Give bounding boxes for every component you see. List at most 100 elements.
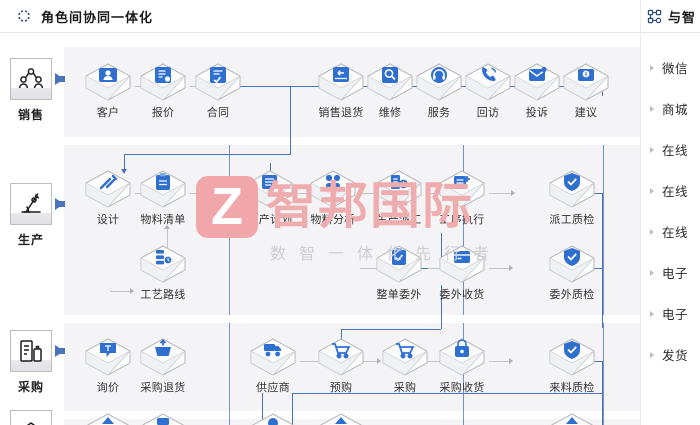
chevron-right-icon — [650, 228, 654, 235]
rail-item-sales[interactable]: 销售 — [10, 58, 52, 123]
node-shape — [80, 61, 136, 103]
node-inquiry[interactable]: 询价 — [80, 336, 136, 395]
node-purchase[interactable]: 采购 — [377, 336, 433, 395]
node-shape — [544, 243, 600, 285]
node-customer[interactable]: 客户 — [80, 61, 136, 120]
rail-item-purchase[interactable]: 采购 — [10, 330, 52, 395]
right-panel-item[interactable]: 发货 — [641, 334, 700, 375]
connector — [124, 154, 125, 170]
outsource-receipt-icon — [454, 251, 470, 263]
node-shape — [544, 336, 600, 378]
material-analysis-icon — [325, 174, 341, 190]
node-label: 报价 — [151, 107, 175, 119]
node-label: 销售退货 — [318, 107, 364, 119]
node-design[interactable]: 设计 — [80, 168, 136, 227]
node-incoming-qc[interactable]: 来料质检 — [544, 336, 600, 395]
node-shape — [80, 336, 136, 378]
rail-icon-box — [10, 183, 52, 225]
right-panel-item-label: 在线 — [662, 185, 689, 199]
prepurchase-cart-icon — [332, 343, 351, 359]
team-group-icon — [18, 68, 44, 89]
node-followup[interactable]: 回访 — [460, 61, 516, 120]
node-bom[interactable]: 物料清单 — [135, 168, 191, 227]
node-purchase-return[interactable]: 采购退货 — [135, 336, 191, 395]
node-shape — [245, 411, 301, 425]
rail-label: 销售 — [17, 108, 44, 122]
rail-item-warehouse[interactable] — [10, 410, 52, 425]
connector — [602, 361, 603, 425]
right-panel-item-label: 电子 — [662, 308, 689, 322]
node-purchase-receipt[interactable]: 采购收货 — [434, 336, 490, 395]
node-warehouse-partial[interactable] — [80, 411, 136, 425]
customer-icon — [99, 68, 117, 82]
node-label: 工艺路线 — [140, 289, 186, 301]
contract-icon — [210, 67, 226, 84]
node-whole-order-outsourcing[interactable]: 整单委外 — [371, 243, 427, 302]
node-production-plan[interactable]: 生产计划 — [242, 168, 298, 227]
node-outsourcing-qc[interactable]: 委外质检 — [544, 243, 600, 302]
chevron-right-icon — [650, 64, 654, 71]
connector — [124, 154, 291, 155]
node-shape — [377, 336, 433, 378]
chevron-right-icon — [650, 146, 654, 153]
right-panel-item[interactable]: 电子 — [641, 293, 700, 334]
design-pen-icon — [99, 174, 118, 190]
right-panel-item[interactable]: 在线 — [641, 211, 700, 252]
node-shape — [434, 336, 490, 378]
node-suggestion[interactable]: 建议 — [558, 61, 614, 120]
node-contract[interactable]: 合同 — [190, 61, 246, 120]
node-warehouse-partial[interactable] — [245, 411, 301, 425]
node-label: 委外质检 — [549, 289, 595, 301]
page-title: 角色间协同一体化 — [41, 9, 154, 25]
node-warehouse-partial[interactable] — [313, 411, 369, 425]
chevron-right-icon — [650, 269, 654, 276]
node-warehouse-partial[interactable] — [135, 411, 191, 425]
node-label: 派工质检 — [549, 214, 595, 226]
right-panel-item-label: 发货 — [662, 349, 689, 363]
node-label: 整单委外 — [376, 289, 422, 301]
right-panel-item-label: 电子 — [662, 267, 689, 281]
node-repair[interactable]: 维修 — [362, 61, 418, 120]
node-label: 生产派工 — [376, 214, 422, 226]
right-panel-item[interactable]: 微信 — [641, 47, 700, 88]
production-plan-icon — [262, 175, 277, 189]
node-shape — [135, 336, 191, 378]
collaboration-ring-icon — [17, 9, 31, 23]
node-outsourcing-receipt[interactable]: 委外收货 — [434, 243, 490, 302]
incoming-qc-shield-icon — [564, 341, 580, 359]
node-process-route[interactable]: 工艺路线 — [135, 243, 191, 302]
page-header: 角色间协同一体化 — [0, 0, 640, 33]
right-panel-item[interactable]: 商城 — [641, 88, 700, 129]
service-headset-icon — [431, 67, 447, 83]
right-panel-item[interactable]: 在线 — [641, 129, 700, 170]
right-panel-item[interactable]: 在线 — [641, 170, 700, 211]
group-separator — [463, 145, 464, 315]
node-supplier[interactable]: 供应商 — [245, 336, 301, 395]
node-shape — [544, 411, 600, 425]
connector-arrow — [130, 288, 134, 294]
rail-item-production[interactable]: 生产 — [10, 183, 52, 248]
node-material-analysis[interactable]: 物料分析 — [305, 168, 361, 227]
bom-clipboard-icon — [156, 173, 170, 190]
connector — [489, 361, 509, 362]
inquiry-icon — [100, 343, 116, 357]
connector-arrow — [377, 358, 381, 364]
right-panel-item[interactable]: 电子 — [641, 252, 700, 293]
node-sales-return[interactable]: 销售退货 — [313, 61, 369, 120]
node-quotation[interactable]: 报价 — [135, 61, 191, 120]
node-label: 生产计划 — [247, 214, 293, 226]
purchase-return-cart-icon — [155, 339, 171, 356]
node-dispatch-qc[interactable]: 派工质检 — [544, 168, 600, 227]
node-shape — [509, 61, 565, 103]
node-shape — [434, 243, 490, 285]
node-warehouse-partial[interactable] — [544, 411, 600, 425]
connector — [428, 268, 442, 269]
node-process-execution[interactable]: 工序执行 — [434, 168, 490, 227]
rail-icon-box — [10, 410, 52, 425]
node-shape — [544, 168, 600, 210]
node-prepurchase[interactable]: 预购 — [313, 336, 369, 395]
node-production-dispatch[interactable]: 生产派工 — [371, 168, 427, 227]
node-service[interactable]: 服务 — [411, 61, 467, 120]
node-complaint[interactable]: 投诉 — [509, 61, 565, 120]
node-shape — [460, 61, 516, 103]
